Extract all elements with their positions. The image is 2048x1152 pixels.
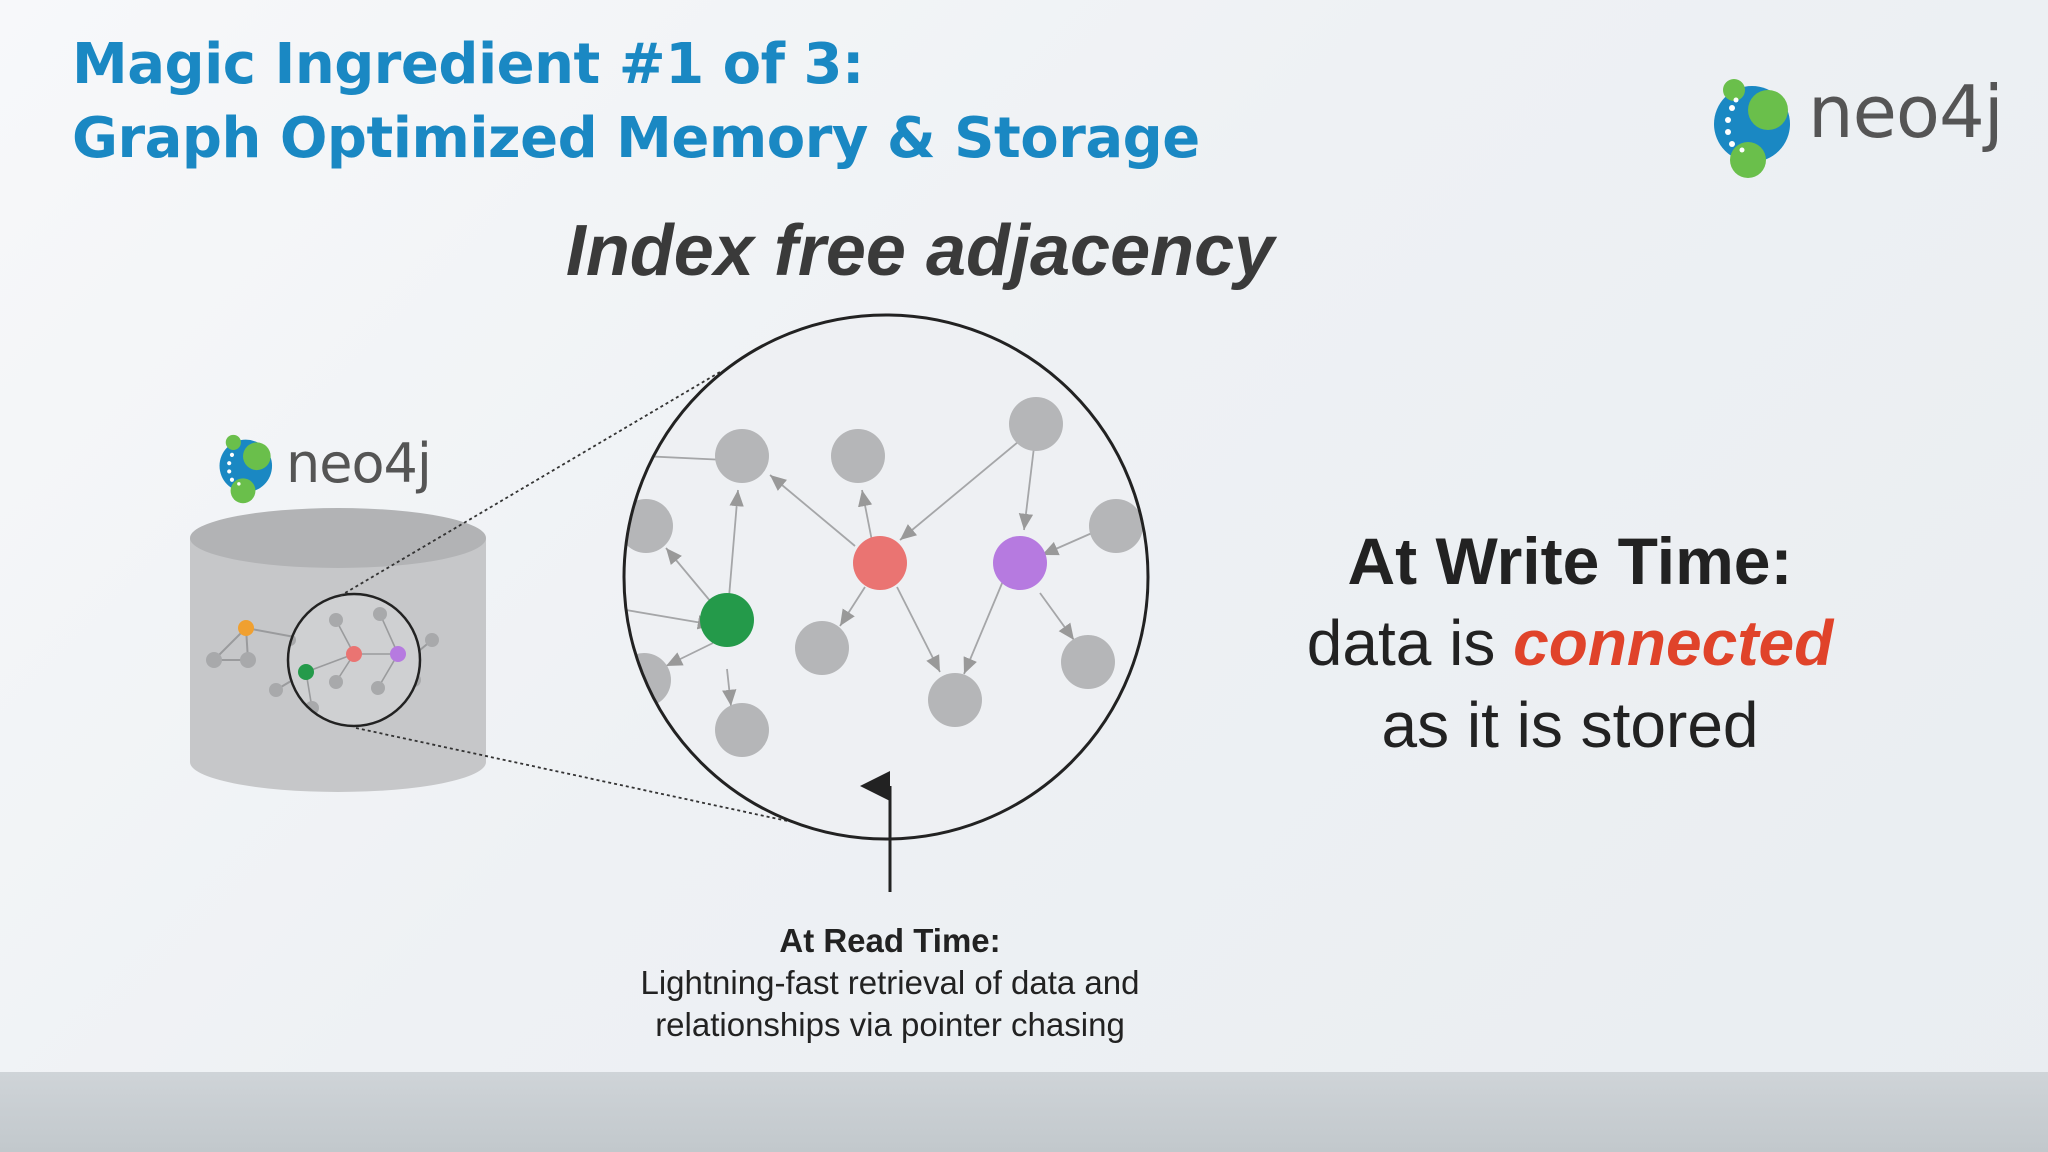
- mini-node-green: [298, 664, 314, 680]
- read-time-block: At Read Time: Lightning-fast retrieval o…: [560, 920, 1220, 1046]
- large-zoom-circle: [622, 313, 1150, 841]
- zoom-line-top: [339, 371, 721, 597]
- neo4j-small-logo-icon: [219, 434, 273, 504]
- write-time-prefix: data is: [1306, 607, 1514, 679]
- write-time-accent: connected: [1513, 607, 1834, 679]
- mini-node-red: [346, 646, 362, 662]
- read-time-line-1: Lightning-fast retrieval of data and: [640, 964, 1140, 1001]
- neo4j-small-logo-text: neo4j: [286, 432, 432, 495]
- read-time-line-2: relationships via pointer chasing: [655, 1006, 1125, 1043]
- title-line-2: Graph Optimized Memory & Storage: [72, 106, 1200, 171]
- write-time-line-2: as it is stored: [1381, 689, 1759, 761]
- node-purple: [993, 536, 1047, 590]
- footer-decoration: [0, 1072, 2048, 1152]
- slide-title: Magic Ingredient #1 of 3: Graph Optimize…: [72, 28, 1200, 176]
- write-time-title: At Write Time:: [1347, 524, 1793, 598]
- diagram-heading: Index free adjacency: [565, 211, 1275, 291]
- node-red: [853, 536, 907, 590]
- write-time-block: At Write Time: data is connected as it i…: [1250, 520, 1890, 766]
- mini-node-purple: [390, 646, 406, 662]
- title-line-1: Magic Ingredient #1 of 3:: [72, 32, 864, 97]
- small-zoom-circle: [286, 592, 422, 728]
- node-green: [700, 593, 754, 647]
- zoom-line-bottom: [355, 727, 821, 829]
- write-time-line-1: data is connected: [1250, 602, 1890, 684]
- mini-node-orange: [238, 620, 254, 636]
- cylinder-mini-nodes: [206, 631, 439, 697]
- neo4j-logo-icon: [1714, 79, 1790, 178]
- neo4j-logo-text: neo4j: [1808, 70, 2004, 154]
- read-time-title: At Read Time:: [779, 922, 1001, 959]
